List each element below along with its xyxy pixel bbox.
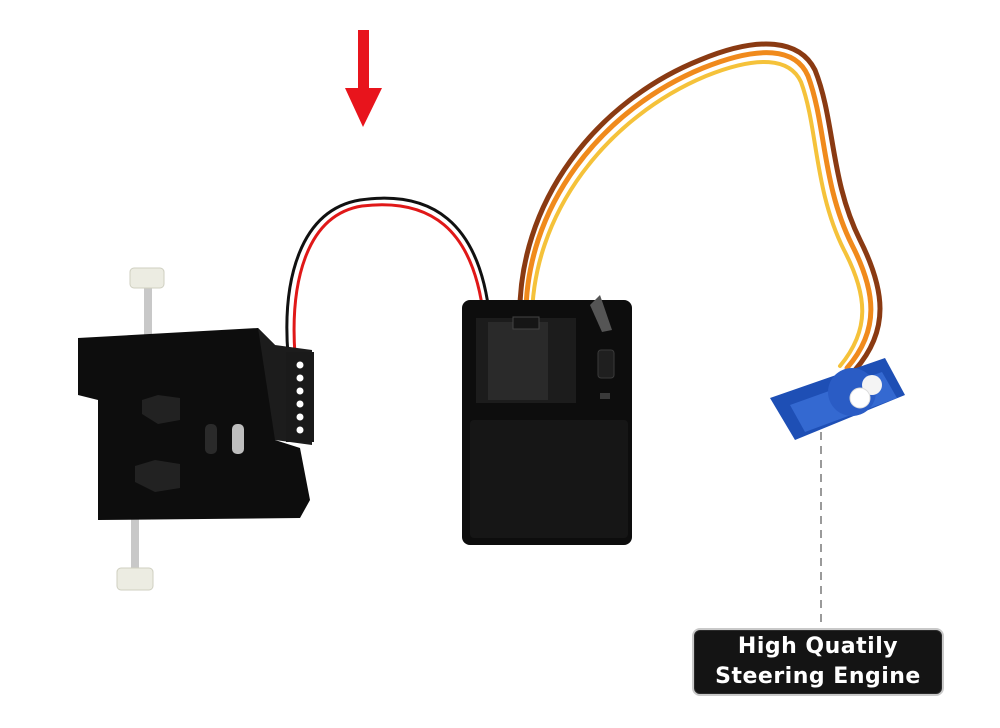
servo-cable [517, 41, 883, 373]
electronic-lock [78, 267, 314, 591]
red-black-wire [285, 196, 492, 357]
callout-label: High Quatily Steering Engine [692, 628, 944, 696]
down-arrow-icon [345, 30, 382, 127]
servo-motor [770, 358, 905, 440]
callout-line-1: High Quatily [737, 634, 899, 659]
control-box [462, 295, 632, 545]
callout-line-2: Steering Engine [715, 664, 921, 689]
